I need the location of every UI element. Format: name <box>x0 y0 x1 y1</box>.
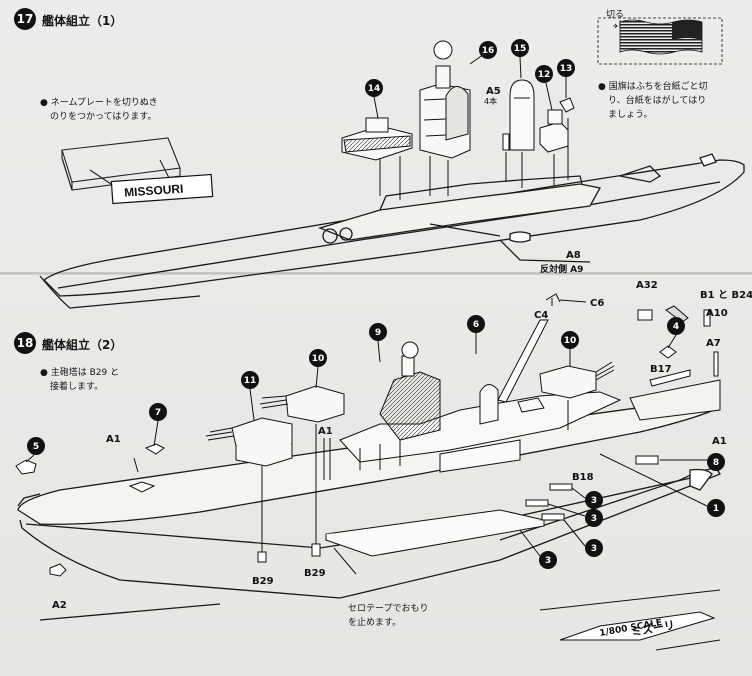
callout-3-c: 3 <box>591 544 597 554</box>
turret-note-line1: ● 主砲塔は B29 と <box>40 368 120 378</box>
callout-9: 9 <box>375 328 381 338</box>
label-a10: A10 <box>706 308 728 319</box>
callout-8: 8 <box>713 458 719 468</box>
label-b29-left: B29 <box>252 576 274 587</box>
label-a2: A2 <box>52 600 67 611</box>
bow-fittings <box>15 438 331 577</box>
flag-note-line2: り、台紙をはがしてはり <box>608 96 707 106</box>
callout-16: 16 <box>482 46 495 56</box>
tape-note-line1: セロテープでおもり <box>348 604 429 614</box>
callout-10-aft: 10 <box>564 336 577 346</box>
nameplate-label: MISSOURI <box>110 173 214 205</box>
nameplate-note-line1: ● ネームプレートを切りぬき <box>40 98 158 108</box>
callout-5: 5 <box>33 442 39 452</box>
callout-1: 1 <box>713 504 719 514</box>
callout-3-b: 3 <box>591 514 597 524</box>
step-18-badge: 18 <box>14 332 36 354</box>
us-flag <box>597 17 723 65</box>
flag-cut-label: 切る <box>606 10 625 20</box>
step18-part-labels: C6 C4 A32 B1 と B24 A10 A7 B17 A1 A1 A1 B… <box>52 280 752 611</box>
small-parts-cluster <box>629 305 721 421</box>
label-b1-b24: B1 と B24 <box>700 289 752 301</box>
label-b18: B18 <box>572 472 594 483</box>
callout-3-a: 3 <box>591 496 597 506</box>
turret-note-line2: 接着します。 <box>50 382 104 392</box>
main-superstructure <box>339 341 622 473</box>
bridge-tower <box>419 40 485 196</box>
label-a7: A7 <box>706 338 721 349</box>
nameplate-text: MISSOURI <box>124 182 184 200</box>
step17-callouts: 14 16 15 12 13 <box>365 39 575 119</box>
callout-15: 15 <box>514 44 527 54</box>
label-a5: A5 <box>486 86 501 97</box>
step18-callouts: 9 6 10 11 10 7 5 4 8 <box>25 315 725 569</box>
weight-plate <box>325 509 545 575</box>
part-a5-mast <box>502 133 510 182</box>
callout-10-fwd: 10 <box>312 354 325 364</box>
flag-note-line1: ● 国旗はふちを台紙ごと切 <box>598 82 708 92</box>
label-a9: 反対側 A9 <box>540 263 583 275</box>
forward-turrets <box>205 385 345 552</box>
aft-turret <box>539 361 615 430</box>
callout-6: 6 <box>473 320 479 330</box>
step17-part-labels: A5 4本 A8 反対側 A9 <box>484 86 583 275</box>
part-b29-posts <box>257 543 321 563</box>
hull-step17 <box>39 153 745 309</box>
funnel-part <box>509 79 535 188</box>
aft-superstructure <box>539 97 575 186</box>
page-fold-line <box>0 272 752 275</box>
label-a32: A32 <box>636 280 658 291</box>
label-c6: C6 <box>590 298 604 309</box>
label-a8: A8 <box>566 250 581 261</box>
scale-box: 1/800 SCALE ミズーリ <box>539 589 721 651</box>
flag-note-line3: ましょう。 <box>608 110 653 120</box>
forward-turret-assembly <box>341 117 413 200</box>
callout-4: 4 <box>673 322 679 332</box>
callout-3-d: 3 <box>545 556 551 566</box>
callout-13: 13 <box>560 64 573 74</box>
label-a1-left: A1 <box>106 434 121 445</box>
callout-14: 14 <box>368 84 381 94</box>
step-17-badge: 17 <box>14 8 36 30</box>
part-b18-set <box>525 455 659 521</box>
step-17-title: 艦体組立（1） <box>42 14 123 28</box>
label-a5-qty: 4本 <box>484 96 497 106</box>
label-a1-mid: A1 <box>318 426 333 437</box>
callout-11: 11 <box>244 376 257 386</box>
nameplate-note-line2: のりをつかってはります。 <box>50 112 157 122</box>
callout-7: 7 <box>155 408 161 418</box>
label-b17: B17 <box>650 364 672 375</box>
tape-note-line2: を止めます。 <box>348 618 402 628</box>
label-b29-mid: B29 <box>304 568 326 579</box>
callout-12: 12 <box>538 70 551 80</box>
label-a1-right: A1 <box>712 436 727 447</box>
step-18-title: 艦体組立（2） <box>42 338 123 352</box>
catapult-crane <box>497 293 561 403</box>
label-c4: C4 <box>534 310 548 321</box>
